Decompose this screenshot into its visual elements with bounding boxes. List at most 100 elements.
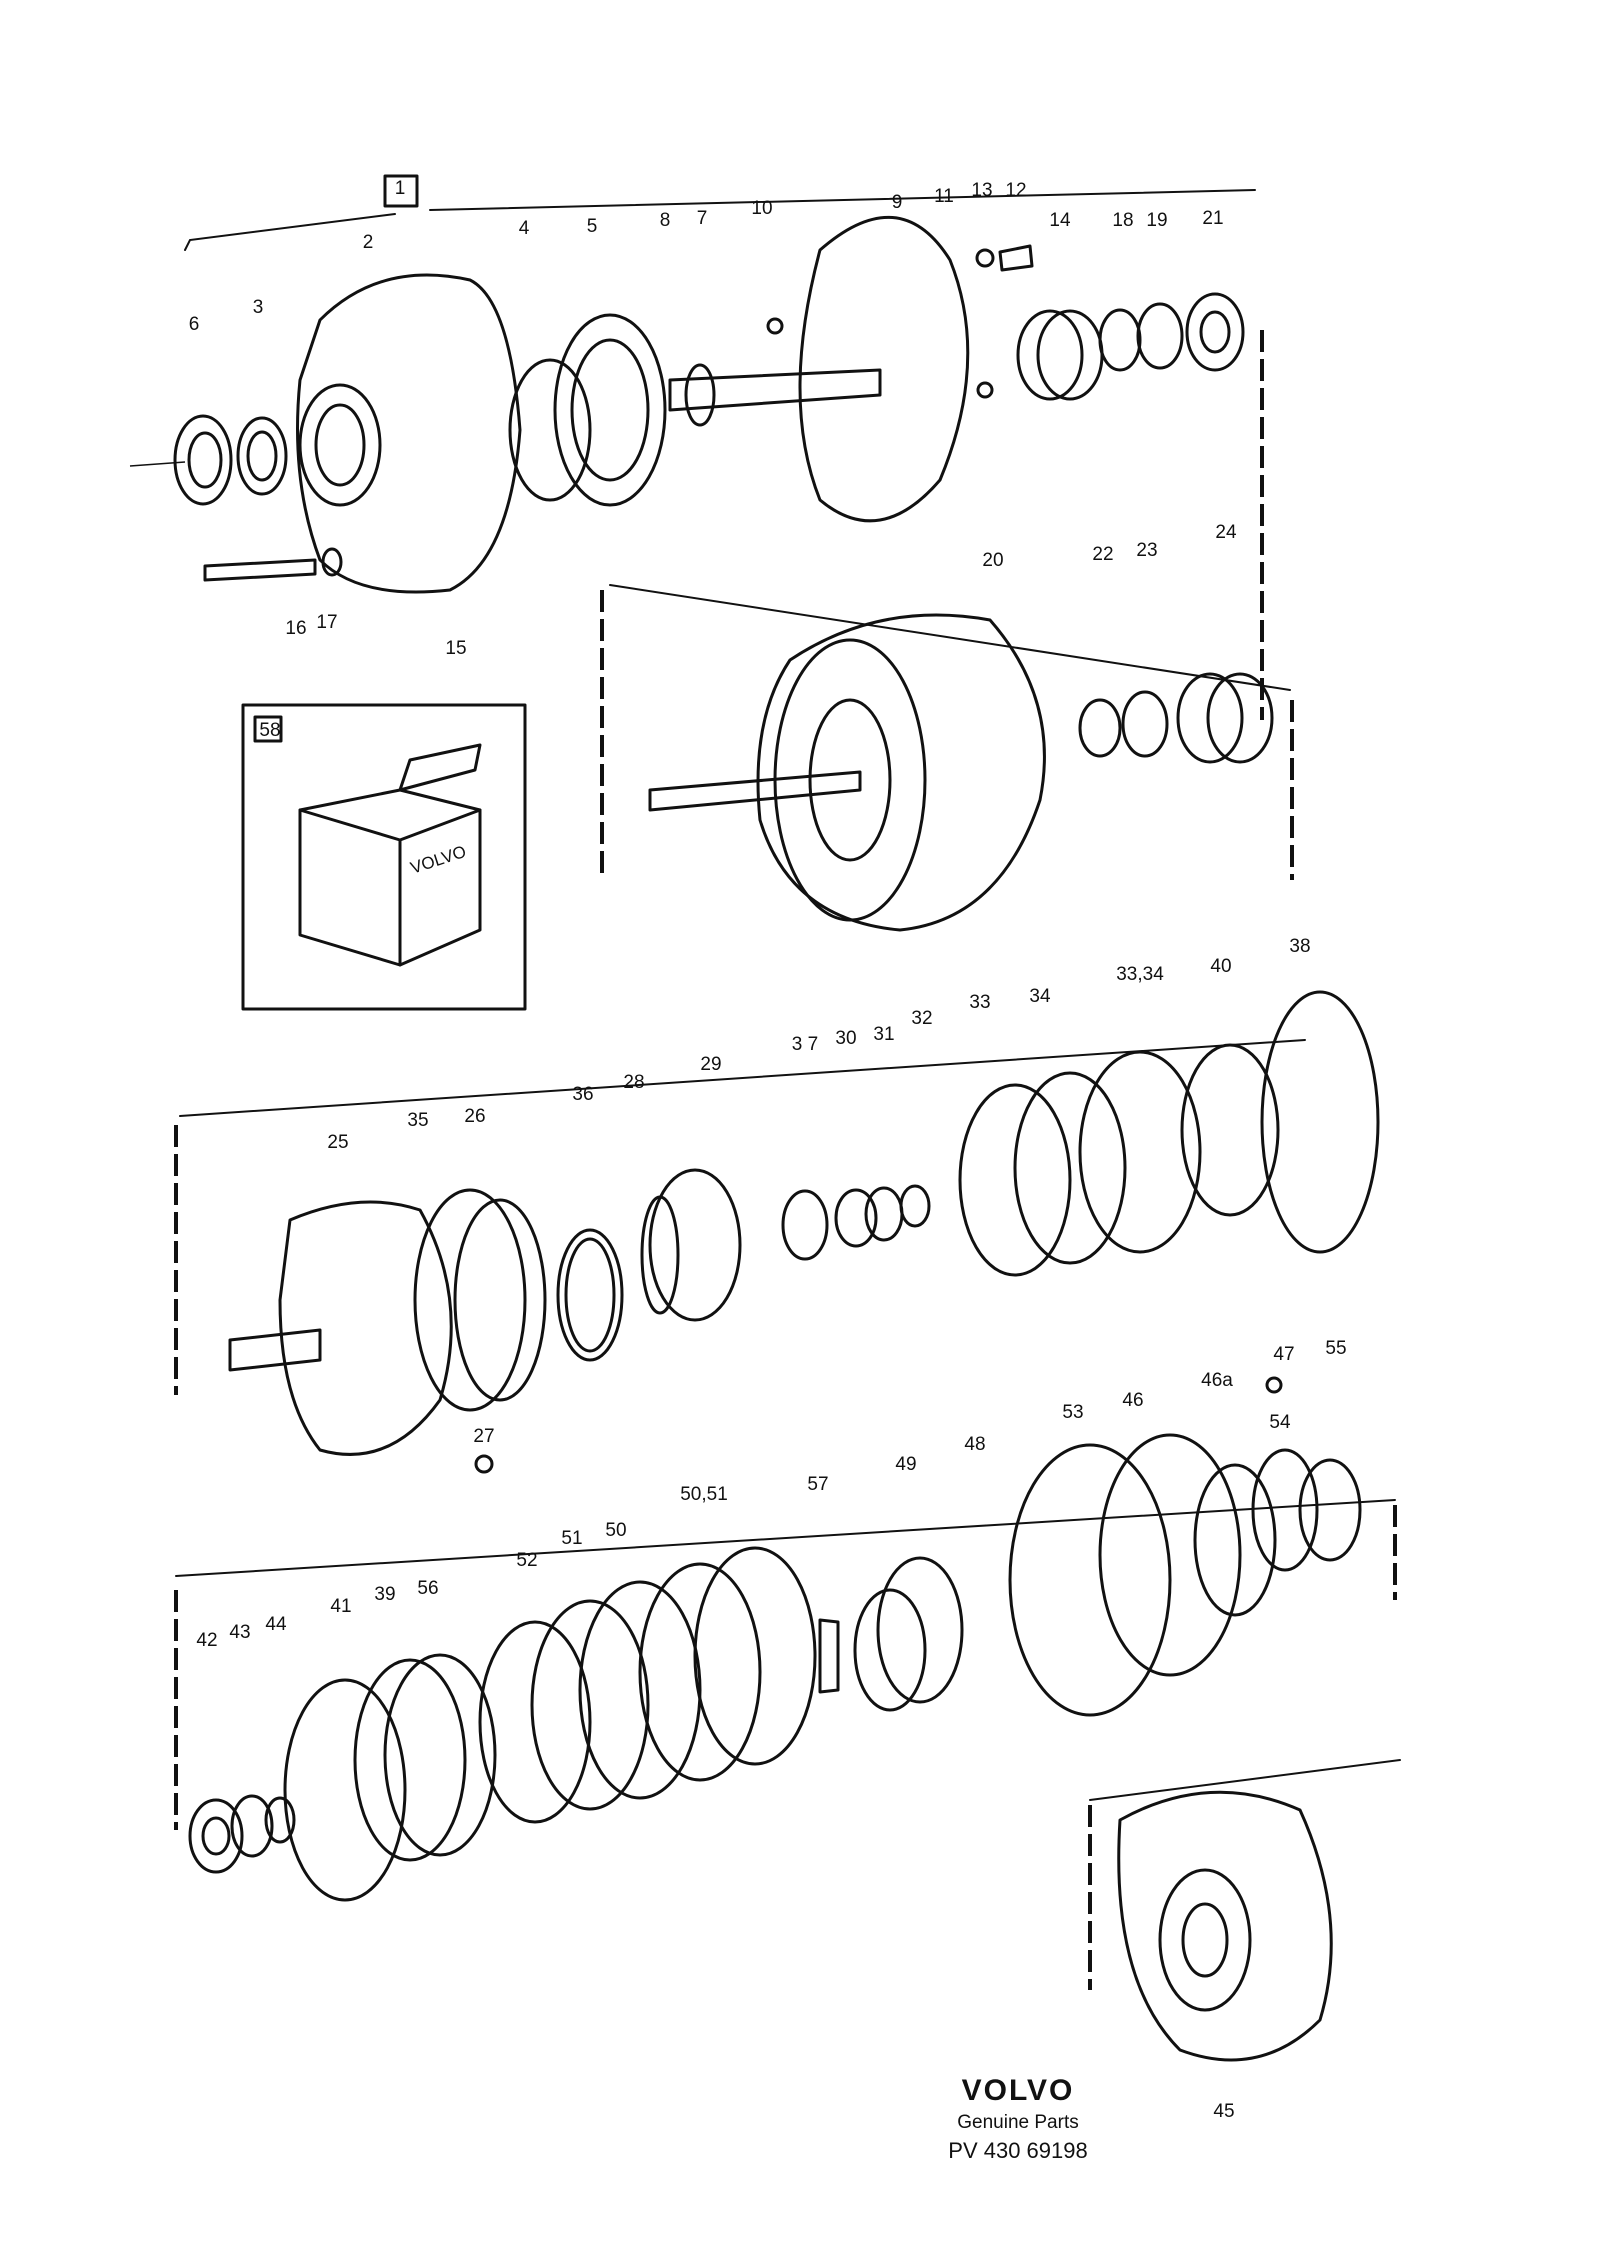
- plate-51: [530, 1599, 650, 1811]
- callout-55: 55: [1325, 1338, 1346, 1359]
- washer-42: [188, 1798, 244, 1874]
- callout-9: 9: [892, 192, 903, 213]
- output-shaft: [228, 1328, 322, 1372]
- callout-23: 23: [1136, 540, 1157, 561]
- hub-40: [1180, 1043, 1280, 1217]
- callout-8: 8: [660, 210, 671, 231]
- piston-46: [1098, 1433, 1242, 1677]
- callout-29: 29: [700, 1054, 721, 1075]
- callout-34: 34: [1029, 986, 1051, 1007]
- plate-34: [1013, 1071, 1127, 1265]
- bearing-43: [230, 1794, 274, 1858]
- callout-35: 35: [407, 1110, 428, 1131]
- box-58-label-frame: [253, 715, 283, 743]
- callout-54: 54: [1269, 1412, 1291, 1433]
- plate-39: [353, 1658, 467, 1862]
- springs-28: [640, 1195, 680, 1315]
- callout-50: 50: [605, 1520, 626, 1541]
- plate-pack-50-51-a: [638, 1562, 762, 1782]
- gear-ring-5: [553, 313, 667, 507]
- callout-1: 1: [395, 178, 406, 199]
- group-rear-clutch: [174, 1376, 1397, 1902]
- group-part-45: [1088, 1759, 1401, 2062]
- callout-43: 43: [229, 1622, 250, 1643]
- bolt-16: [203, 558, 317, 582]
- washer-17: [321, 547, 343, 577]
- callout-52: 52: [516, 1550, 537, 1571]
- callout-7: 7: [697, 208, 708, 229]
- callout-38: 38: [1289, 936, 1310, 957]
- gear-4: [508, 358, 592, 502]
- callout-40: 40: [1210, 956, 1231, 977]
- seal-rings-14: [1016, 309, 1084, 401]
- housing-46a: [1193, 1463, 1277, 1617]
- bushing-3: [236, 416, 288, 496]
- ball-27: [474, 1454, 494, 1474]
- group-clutch-drum: [600, 584, 1294, 932]
- bearing-23: [1121, 690, 1169, 758]
- callout-26: 26: [464, 1106, 485, 1127]
- callout-14: 14: [1049, 210, 1071, 231]
- seal-55: [1298, 1458, 1362, 1562]
- washer-13: [975, 248, 995, 268]
- stator-shaft-7: [668, 368, 882, 412]
- plate-52: [478, 1620, 592, 1824]
- callout-39: 39: [374, 1584, 395, 1605]
- plug-10: [766, 317, 784, 335]
- callout-13: 13: [971, 180, 992, 201]
- callout-27: 27: [473, 1426, 494, 1447]
- bearing-19: [1136, 302, 1184, 370]
- pump-body-2: [296, 273, 522, 594]
- washer-30: [834, 1188, 878, 1248]
- clutch-housing-25: [278, 1200, 453, 1456]
- clutch-drum-20: [756, 613, 1046, 932]
- callout-31: 31: [873, 1024, 894, 1045]
- screw-12: [998, 244, 1034, 272]
- parts-box-icon: [298, 743, 482, 967]
- callout-44: 44: [265, 1614, 287, 1635]
- callout-4: 4: [519, 218, 530, 239]
- callout-15: 15: [445, 638, 466, 659]
- callout-56: 56: [417, 1578, 438, 1599]
- callout-57: 57: [807, 1474, 828, 1495]
- callout-33-34: 33,34: [1116, 964, 1164, 985]
- callout-24: 24: [1215, 522, 1237, 543]
- seal-ring-36: [556, 1228, 624, 1362]
- callout-11: 11: [934, 186, 954, 207]
- callout-41: 41: [330, 1596, 351, 1617]
- seal-6: [173, 414, 233, 506]
- part-number-text: PV 430 69198: [948, 2138, 1087, 2163]
- volvo-logo-icon: VOLVO: [962, 2074, 1075, 2107]
- box-frame: [241, 703, 527, 1011]
- callout-18: 18: [1112, 210, 1133, 231]
- group-oil-pump: [129, 174, 1264, 720]
- group-forward-clutch: [174, 990, 1380, 1474]
- callout-5: 5: [587, 216, 598, 237]
- plate-pack-50-51-b: [693, 1546, 817, 1766]
- callout-3: 3: [253, 297, 264, 318]
- callout-16: 16: [285, 618, 306, 639]
- drum-45: [1117, 1790, 1333, 2062]
- washer-18: [1098, 308, 1142, 372]
- pump-cover-9: [798, 216, 970, 523]
- seal-rings-24: [1176, 672, 1244, 764]
- seal-54: [1251, 1448, 1319, 1572]
- planet-carrier-49: [853, 1588, 927, 1712]
- callout-21: 21: [1202, 208, 1223, 229]
- callout-19: 19: [1146, 210, 1167, 231]
- splines-8: [684, 363, 716, 427]
- volvo-watermark: VOLVO Genuine Parts PV 430 69198: [948, 2074, 1087, 2163]
- ring-gear-41: [283, 1678, 407, 1902]
- sun-gear-48: [876, 1556, 964, 1704]
- washer-22: [1078, 698, 1122, 758]
- snap-ring-53: [1008, 1443, 1172, 1717]
- box-brand-label: VOLVO: [408, 842, 468, 878]
- callout-6: 6: [189, 314, 200, 335]
- group-1-box: [383, 174, 419, 208]
- washer-21: [1185, 292, 1245, 372]
- snap-ring-38: [1260, 990, 1380, 1254]
- callout-49: 49: [895, 1454, 916, 1475]
- callout-58: 58: [259, 720, 280, 741]
